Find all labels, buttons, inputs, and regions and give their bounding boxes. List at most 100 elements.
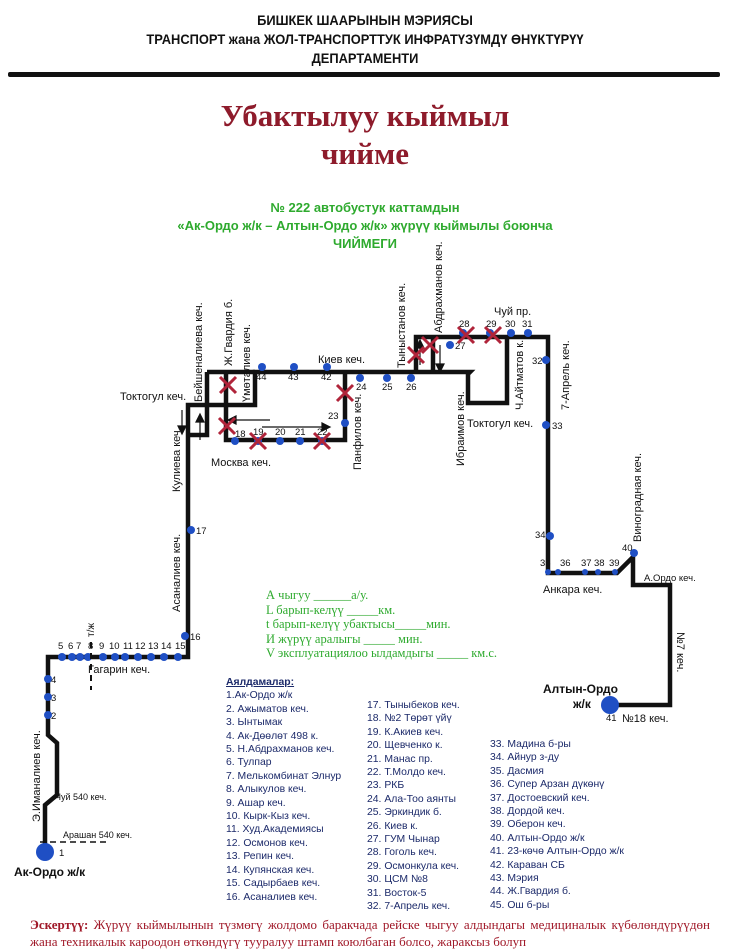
stop-37-dot	[582, 569, 588, 575]
stop-35-number: 35	[540, 558, 551, 569]
stop-list-item: 37. Достоевский кеч.	[490, 792, 590, 804]
footnote: Эскертүү: Жүрүү кыймылынын түзмөгү жолдо…	[30, 916, 710, 950]
stop-39-dot	[612, 569, 618, 575]
stop-3-number: 3	[51, 693, 56, 704]
stop-list-item: 6. Тулпар	[226, 757, 272, 769]
street-umetalieva: Үмөталиев кеч.	[241, 324, 253, 402]
stop-24-dot	[356, 374, 364, 382]
stop-list-item: 17. Тыныбеков кеч.	[367, 700, 460, 711]
stop-30-dot	[507, 329, 515, 337]
street-vinogradnaya: Виноградная кеч.	[632, 453, 644, 542]
stop-list-item: 36. Супер Арзан дүкөнү	[490, 779, 605, 791]
stop-10-number: 10	[109, 641, 120, 652]
closed-cross-icon	[483, 325, 503, 345]
stop-list-item: 16. Асаналиев кеч.	[226, 891, 318, 903]
subtitle-line-1: № 222 автобустук каттамдын	[270, 200, 460, 215]
stop-list-item: 31. Восток-5	[367, 887, 427, 899]
street-no7: №7 кеч.	[674, 632, 686, 672]
street-kiev: Киев кеч.	[318, 354, 365, 366]
param-vehicles: А чыгуу ______а/у.	[266, 588, 369, 602]
stop-18-dot	[231, 437, 239, 445]
stop-list-item: 45. Ош б-ры	[490, 899, 550, 911]
stop-2-dot	[44, 711, 52, 719]
stop-23-dot	[341, 419, 349, 427]
stop-35-dot	[545, 569, 551, 575]
stop-list-item: 26. Киев к.	[367, 820, 418, 832]
stop-32-number: 32	[532, 356, 543, 367]
stop-list-item: 5. Н.Абдрахманов кеч.	[226, 744, 335, 756]
stop-19-number: 19	[253, 427, 264, 438]
title-line-1: Убактылуу кыймыл	[220, 98, 510, 133]
stop-41-dot	[601, 696, 619, 714]
stop-11-dot	[121, 653, 129, 661]
stop-9-dot	[99, 653, 107, 661]
street-ibraimov: Ибраимов кеч.	[455, 391, 467, 466]
stop-14-number: 14	[161, 641, 172, 652]
stop-11-number: 11	[123, 641, 133, 652]
stop-43-number: 43	[288, 372, 299, 383]
stop-21-dot	[296, 437, 304, 445]
stop-list-item: 43. Мэрия	[490, 873, 539, 885]
stop-list-item: 19. К.Акиев кеч.	[367, 726, 444, 738]
stop-list-item: 41. 23-көчө Алтын-Ордо ж/к	[490, 846, 624, 858]
stop-31-dot	[524, 329, 532, 337]
stop-5-dot	[58, 653, 66, 661]
stop-28-number: 28	[459, 319, 470, 330]
street-ankara: Анкара кеч.	[543, 584, 602, 596]
street-aitmatov: Ч.Айтматов к.	[514, 340, 526, 410]
stop-list-item: 7. Мелькомбинат Элнур	[226, 770, 342, 782]
closed-cross-icon	[248, 431, 268, 451]
stop-list-item: 30. ЦСМ №8	[367, 874, 428, 886]
street-toktogul-east: Токтогул кеч.	[467, 418, 533, 430]
street-no18: №18 кеч.	[622, 713, 669, 725]
stop-4-number: 4	[51, 675, 56, 686]
stop-20-number: 20	[275, 427, 286, 438]
stop-1-dot	[36, 843, 54, 861]
stop-13-number: 13	[148, 641, 159, 652]
stop-29-number: 29	[486, 319, 497, 330]
stop-list-item: 34. Айнур з-ду	[490, 752, 560, 764]
stop-list-item: 24. Ала-Тоо аянты	[367, 793, 456, 805]
stop-list-item: 32. 7-Апрель кеч.	[367, 901, 451, 913]
street-chui: Чуй пр.	[494, 306, 531, 318]
stop-list-item: 40. Алтын-Ордо ж/к	[490, 832, 585, 844]
street-panfilov: Панфилов кеч.	[352, 394, 364, 470]
direction-arrows	[177, 338, 445, 440]
stop-3-dot	[44, 693, 52, 701]
stop-42-number: 42	[321, 372, 332, 383]
stop-39-number: 39	[609, 558, 620, 569]
stop-list-item: 9. Ашар кеч.	[226, 797, 286, 809]
stop-list-item: 42. Караван СБ	[490, 859, 565, 871]
stop-31-number: 31	[522, 319, 533, 330]
footnote-text: Жүрүү кыймылынын түзмөгү жолдомо баракча…	[30, 917, 711, 949]
street-moskva: Москва кеч.	[211, 457, 271, 469]
street-asanaliev: Асаналиев кеч.	[171, 534, 183, 612]
stop-list-item: 15. Садырбаев кеч.	[226, 878, 321, 890]
stop-38-number: 38	[594, 558, 605, 569]
terminal-ak-ordo: Ак-Ордо ж/к	[14, 865, 86, 879]
railway-label: т/ж	[86, 623, 97, 637]
street-chui-540: Чуй 540 кеч.	[55, 792, 106, 802]
stop-9-number: 9	[99, 641, 104, 652]
stop-list-item: 3. Ынтымак	[226, 717, 283, 729]
stop-12-dot	[134, 653, 142, 661]
stop-list-item: 4. Ак-Дөөлөт 498 к.	[226, 730, 319, 742]
stop-list-item: 2. Ажыматов кеч.	[226, 703, 309, 715]
stop-list-item: 12. Осмонов кеч.	[226, 837, 308, 849]
stop-44-number: 44	[256, 372, 267, 383]
street-gagarin: Гагарин кеч.	[88, 664, 150, 676]
stop-14-dot	[160, 653, 168, 661]
stop-16-number: 16	[190, 632, 201, 643]
stop-6-dot	[68, 653, 76, 661]
stop-list-item: 21. Манас пр.	[367, 753, 433, 765]
stop-list-item: 39. Оберон кеч.	[490, 819, 566, 831]
stop-list-item: 13. Репин кеч.	[226, 851, 295, 863]
closed-cross-icon	[335, 383, 355, 403]
stop-list-item: 1.Ак-Ордо ж/к	[226, 690, 293, 702]
stop-list-item: 20. Щевченко к.	[367, 740, 443, 752]
stop-2-number: 2	[51, 711, 56, 722]
stop-13-dot	[147, 653, 155, 661]
